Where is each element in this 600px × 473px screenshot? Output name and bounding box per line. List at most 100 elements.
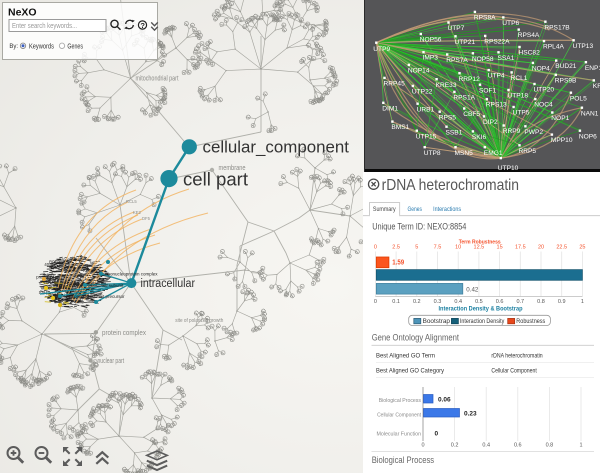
svg-text:UTP13: UTP13 (573, 43, 594, 50)
svg-text:UTP6: UTP6 (502, 20, 519, 27)
svg-text:NeXO: NeXO (8, 7, 37, 19)
svg-text:NOP56: NOP56 (420, 37, 442, 44)
svg-text:KR: KR (593, 83, 600, 90)
svg-text:17.5: 17.5 (515, 245, 526, 251)
svg-text:0.1: 0.1 (392, 299, 400, 305)
svg-text:0.4: 0.4 (482, 443, 490, 449)
svg-text:Gene Ontology Alignment: Gene Ontology Alignment (372, 333, 460, 343)
svg-text:1: 1 (581, 299, 584, 305)
svg-text:BUD21: BUD21 (555, 63, 577, 70)
svg-text:UTP21: UTP21 (455, 39, 476, 46)
svg-text:rDNA heterochromatin: rDNA heterochromatin (491, 353, 542, 359)
svg-text:40S: 40S (44, 262, 52, 267)
svg-text:nucleolus: nucleolus (53, 278, 71, 283)
svg-text:UTP4: UTP4 (488, 73, 505, 80)
svg-text:PWP2: PWP2 (524, 129, 543, 136)
svg-text:Interactions: Interactions (433, 206, 462, 213)
svg-text:NOP1: NOP1 (551, 115, 569, 122)
svg-text:SOF1: SOF1 (479, 87, 497, 94)
svg-text:RPS8A: RPS8A (474, 15, 496, 22)
svg-text:EMG1: EMG1 (484, 150, 503, 157)
svg-text:0.06: 0.06 (438, 396, 451, 403)
svg-text:pre-rRNA: pre-rRNA (55, 288, 73, 293)
svg-text:UTP18: UTP18 (508, 93, 529, 100)
svg-text:12.5: 12.5 (474, 245, 485, 251)
svg-text:RPL5: RPL5 (46, 278, 57, 283)
svg-text:NOP1: NOP1 (48, 293, 60, 298)
svg-text:UTP7: UTP7 (448, 25, 465, 32)
svg-text:5: 5 (415, 245, 418, 251)
svg-text:2.5: 2.5 (392, 245, 400, 251)
svg-text:MPP10: MPP10 (551, 137, 573, 144)
svg-text:Interaction Density: Interaction Density (460, 319, 504, 325)
svg-text:Best Aligned GO Term: Best Aligned GO Term (376, 353, 435, 359)
svg-text:0: 0 (374, 245, 377, 251)
svg-text:By:: By: (9, 44, 18, 50)
svg-text:RRP5: RRP5 (519, 148, 537, 155)
svg-text:HSC82: HSC82 (519, 50, 541, 57)
svg-text:RPS1A: RPS1A (55, 297, 69, 302)
svg-text:22.5: 22.5 (556, 245, 567, 251)
svg-text:Unique Term ID: NEXO:8854: Unique Term ID: NEXO:8854 (372, 221, 466, 231)
svg-text:Genes: Genes (67, 43, 83, 50)
svg-text:RPL16A: RPL16A (47, 275, 63, 280)
svg-text:SSA1: SSA1 (498, 55, 515, 62)
svg-text:ribonucleoprotein complex: ribonucleoprotein complex (105, 272, 158, 277)
svg-text:Keywords: Keywords (29, 43, 54, 50)
svg-text:rDNA heterochromatin: rDNA heterochromatin (382, 177, 519, 194)
svg-text:KRE33: KRE33 (436, 82, 457, 89)
svg-text:1: 1 (579, 443, 582, 449)
svg-text:RPS4A: RPS4A (518, 32, 540, 39)
svg-text:UTP20: UTP20 (534, 87, 555, 94)
svg-text:RRP12: RRP12 (459, 76, 481, 83)
svg-text:RPS5: RPS5 (44, 274, 56, 279)
svg-text:IMP3: IMP3 (423, 55, 439, 62)
svg-text:RPS5: RPS5 (439, 114, 457, 121)
svg-text:site of polarized growth: site of polarized growth (175, 318, 223, 324)
svg-text:0: 0 (374, 299, 377, 305)
svg-text:0.7: 0.7 (516, 299, 524, 305)
svg-text:CBF5: CBF5 (463, 111, 480, 118)
svg-text:intracellular: intracellular (141, 278, 196, 290)
svg-text:15: 15 (497, 245, 503, 251)
svg-text:RCL1: RCL1 (511, 75, 528, 82)
svg-text:URB1: URB1 (417, 106, 435, 113)
svg-text:0.23: 0.23 (464, 410, 477, 417)
svg-text:25: 25 (579, 245, 585, 251)
svg-text:Best Aligned GO Category: Best Aligned GO Category (376, 368, 444, 374)
svg-text:Interaction Density & Bootstra: Interaction Density & Bootstrap (439, 306, 523, 312)
svg-text:0.2: 0.2 (413, 299, 421, 305)
svg-text:NOP4: NOP4 (532, 66, 550, 73)
svg-text:RRP5: RRP5 (62, 298, 74, 303)
svg-text:0: 0 (421, 443, 424, 449)
svg-text:UTP15: UTP15 (416, 133, 437, 140)
svg-text:Biological Process: Biological Process (379, 398, 422, 404)
svg-text:1.59: 1.59 (392, 259, 404, 266)
svg-text:10: 10 (455, 245, 461, 251)
svg-text:RPS1A: RPS1A (453, 95, 475, 102)
svg-text:ribosomal subunit: ribosomal subunit (88, 283, 124, 288)
svg-text:0.8: 0.8 (537, 299, 545, 305)
svg-text:ribosomal subunit precursor: ribosomal subunit precursor (69, 294, 125, 299)
svg-text:DIM1: DIM1 (382, 105, 398, 112)
svg-text:POL5: POL5 (570, 95, 587, 102)
svg-text:RPL4A: RPL4A (543, 44, 564, 51)
svg-text:0.9: 0.9 (558, 299, 566, 305)
svg-text:90S: 90S (80, 292, 88, 297)
svg-text:RPS22A: RPS22A (484, 39, 510, 46)
svg-text:RPS13: RPS13 (486, 102, 507, 109)
svg-text:nuclear part: nuclear part (98, 356, 125, 365)
svg-text:complex: complex (74, 283, 90, 288)
svg-text:NOP14: NOP14 (408, 68, 430, 75)
svg-text:SSU: SSU (39, 290, 48, 295)
svg-text:Summary: Summary (373, 206, 396, 213)
svg-text:MSN5: MSN5 (455, 150, 474, 157)
svg-text:cellular_component: cellular_component (203, 138, 350, 157)
svg-text:Bootstrap: Bootstrap (423, 319, 451, 325)
svg-text:Cellular Component: Cellular Component (377, 413, 421, 419)
svg-text:BMS1: BMS1 (391, 124, 409, 131)
svg-text:SSB1: SSB1 (446, 129, 463, 136)
svg-text:?: ? (140, 21, 145, 30)
svg-text:0.4: 0.4 (454, 299, 462, 305)
svg-text:Enter search keywords...: Enter search keywords... (12, 21, 77, 30)
